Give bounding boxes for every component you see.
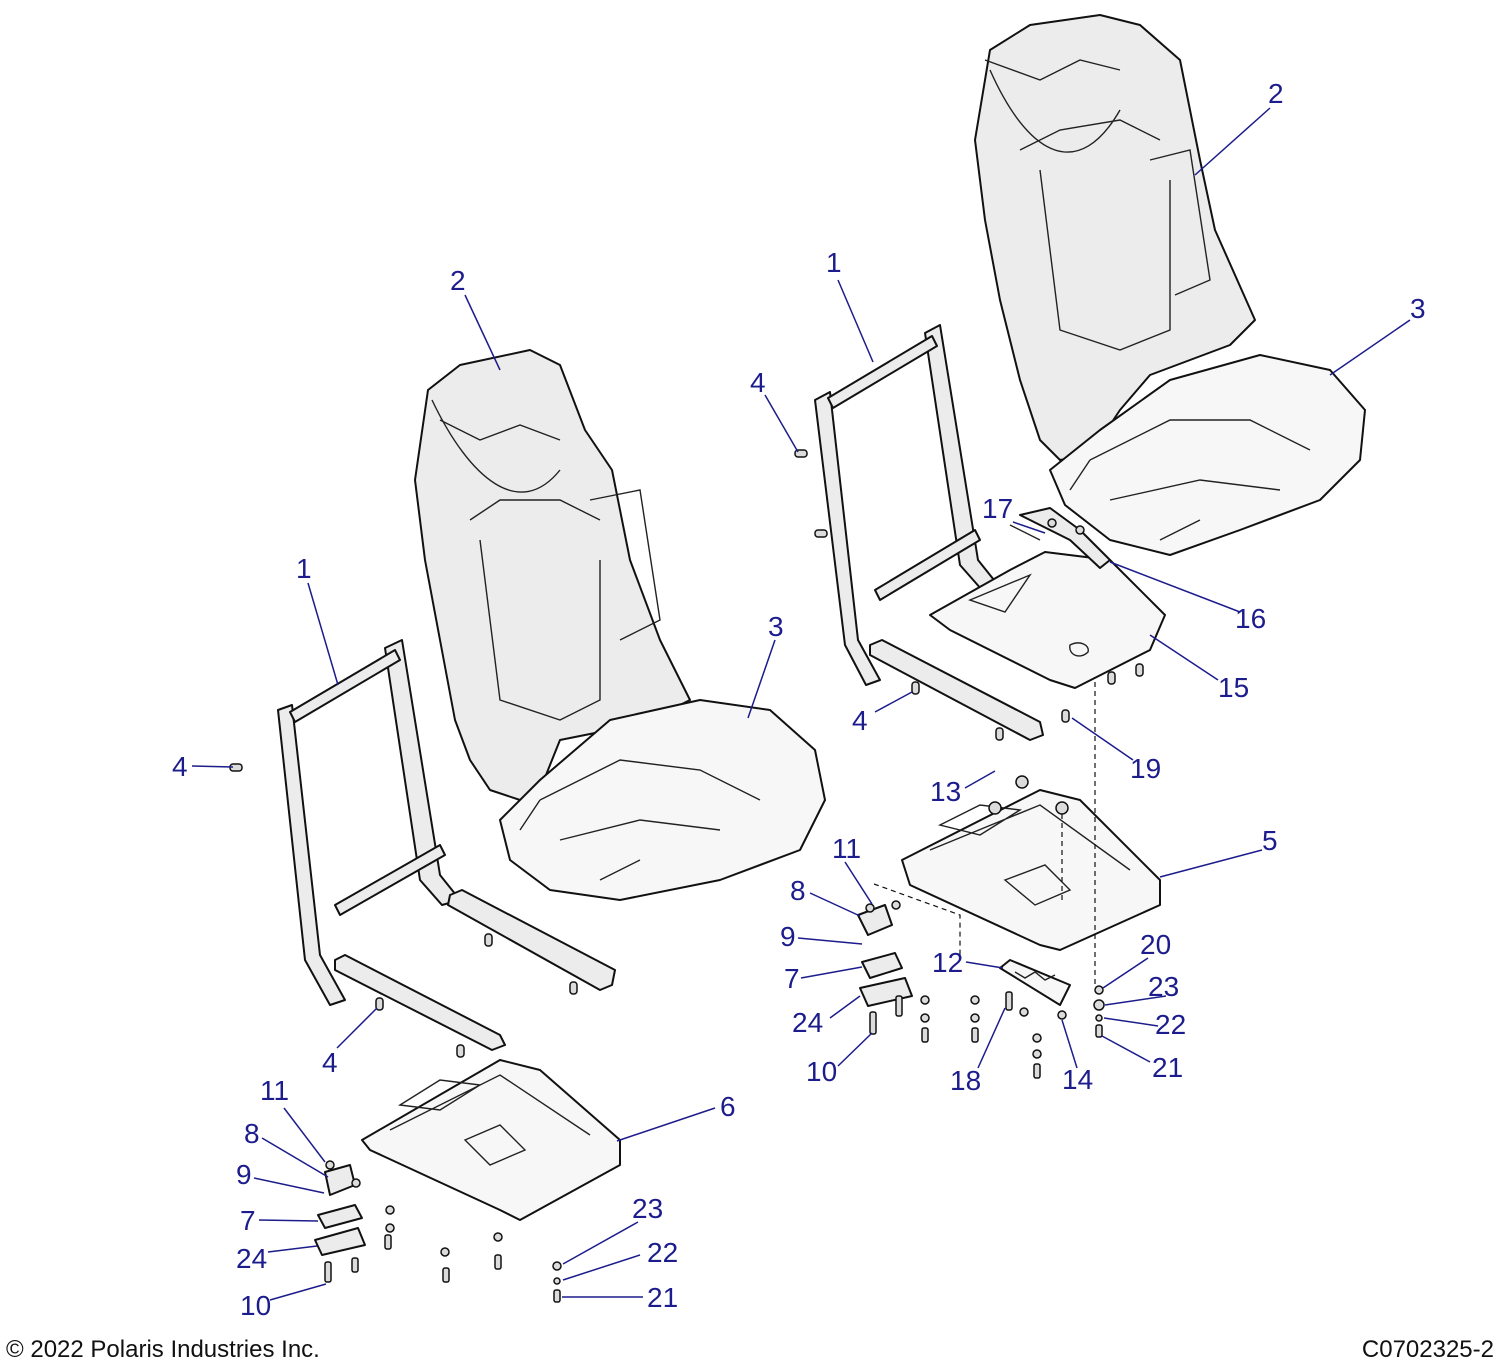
callout-10-right: 10: [806, 1056, 837, 1087]
callout-10-left: 10: [240, 1290, 271, 1321]
callout-12: 12: [932, 947, 963, 978]
callout-2-left: 2: [450, 265, 466, 296]
callout-1-left: 1: [296, 553, 312, 584]
leader-lines: [191, 107, 1411, 1301]
callout-5: 5: [1262, 825, 1278, 856]
callout-labels: 1 2 3 4 4 6 11 8 9 7 24 10 23 22 21 1 2 …: [172, 78, 1426, 1321]
callout-8-left: 8: [244, 1118, 260, 1149]
callout-9-left: 9: [236, 1159, 252, 1190]
callout-20: 20: [1140, 929, 1171, 960]
callout-15: 15: [1218, 672, 1249, 703]
callout-4-right-lower: 4: [852, 705, 868, 736]
callout-7-left: 7: [240, 1205, 256, 1236]
callout-6: 6: [720, 1091, 736, 1122]
callout-11-right: 11: [832, 833, 861, 864]
callout-19: 19: [1130, 753, 1161, 784]
left-seat-cushion: [499, 699, 826, 901]
callout-4-right-upper: 4: [750, 367, 766, 398]
left-seat-base: [361, 1059, 621, 1221]
callout-24-left: 24: [236, 1243, 267, 1274]
callout-16: 16: [1235, 603, 1266, 634]
callout-21-left: 21: [647, 1282, 678, 1313]
right-seat-bracket: [929, 507, 1166, 689]
left-seat-frame: [277, 639, 616, 1051]
callout-2-right: 2: [1268, 78, 1284, 109]
callout-13: 13: [930, 776, 961, 807]
right-seat-hardware: [794, 449, 1144, 1079]
callout-11-left: 11: [260, 1075, 289, 1106]
callout-4-left-upper: 4: [172, 751, 188, 782]
callout-21-right: 21: [1152, 1052, 1183, 1083]
callout-3-right: 3: [1410, 293, 1426, 324]
callout-7-right: 7: [784, 963, 800, 994]
callout-24-right: 24: [792, 1007, 823, 1038]
callout-8-right: 8: [790, 875, 806, 906]
left-seat-hardware: [229, 763, 578, 1303]
right-seat-back: [974, 14, 1256, 461]
callout-14: 14: [1062, 1064, 1093, 1095]
drawing-number: C0702325-2: [1361, 1336, 1494, 1363]
callout-22-right: 22: [1155, 1009, 1186, 1040]
callout-4-left-lower: 4: [322, 1047, 338, 1078]
right-seat-frame: [814, 324, 1044, 741]
copyright-notice: © 2022 Polaris Industries Inc.: [6, 1336, 320, 1363]
callout-3-left: 3: [768, 611, 784, 642]
assembly-dashed-lines: [873, 682, 1096, 985]
right-seat-cushion: [1049, 354, 1366, 556]
callout-1-right: 1: [826, 247, 842, 278]
callout-9-right: 9: [780, 921, 796, 952]
callout-22-left: 22: [647, 1237, 678, 1268]
callout-17: 17: [982, 493, 1013, 524]
callout-18: 18: [950, 1065, 981, 1096]
callout-23-right: 23: [1148, 971, 1179, 1002]
right-seat-base: [901, 789, 1161, 951]
callout-23-left: 23: [632, 1193, 663, 1224]
